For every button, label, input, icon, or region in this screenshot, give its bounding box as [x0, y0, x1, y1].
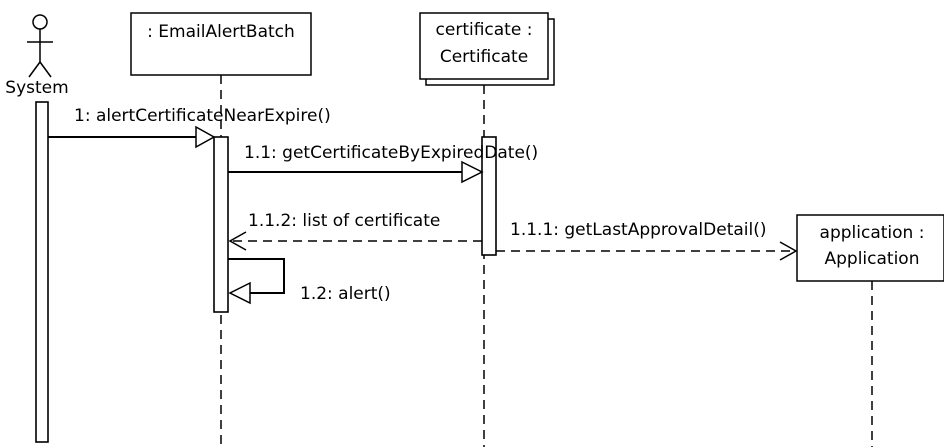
message-1-1-1-arrowhead	[779, 241, 798, 261]
object-label-application-line2: Application	[825, 249, 920, 269]
object-label-application-line1: application :	[820, 223, 925, 243]
lifeline-email-alert-batch: : EmailAlertBatch	[130, 12, 312, 447]
object-box-application	[796, 214, 944, 282]
message-1-1-2-label: 1.1.2: list of certificate	[248, 211, 440, 231]
actor-right-leg	[39, 61, 52, 78]
message-1-2: 1.2: alert()	[228, 258, 391, 305]
message-1-1-arrowhead	[461, 160, 484, 184]
message-1-1-2-arrowhead	[228, 231, 247, 251]
message-1: 1: alertCertificateNearExpire()	[48, 106, 331, 149]
message-1-1-label: 1.1: getCertificateByExpiredDate()	[244, 143, 538, 163]
actor-activation-bar	[35, 101, 49, 443]
message-1-2-arrowhead	[228, 281, 251, 305]
message-1-2-label: 1.2: alert()	[300, 284, 391, 304]
object-box-email-alert-batch	[130, 12, 312, 76]
activation-email-alert-batch	[213, 136, 229, 313]
actor-system: System	[5, 14, 69, 98]
actor-label: System	[5, 78, 68, 98]
message-1-1-1-label: 1.1.1: getLastApprovalDetail()	[510, 220, 767, 240]
object-label-email-alert-batch: : EmailAlertBatch	[147, 22, 295, 42]
actor-left-leg	[28, 61, 41, 78]
message-1-label: 1: alertCertificateNearExpire()	[74, 106, 331, 126]
message-1-1-2: 1.1.2: list of certificate	[228, 211, 482, 251]
lifeline-certificate: certificate : Certificate	[419, 12, 555, 447]
message-1-2-line	[228, 258, 285, 294]
message-1-1-1: 1.1.1: getLastApprovalDetail()	[496, 220, 798, 261]
activation-certificate	[481, 136, 497, 256]
object-label-certificate-line2: Certificate	[440, 47, 528, 67]
object-label-certificate-line1: certificate :	[436, 20, 533, 40]
object-box-certificate	[419, 12, 549, 80]
message-1-arrowhead	[195, 125, 216, 149]
message-1-1: 1.1: getCertificateByExpiredDate()	[228, 143, 538, 184]
lifeline-application: application : Application	[796, 214, 944, 447]
actor-head	[32, 14, 48, 30]
